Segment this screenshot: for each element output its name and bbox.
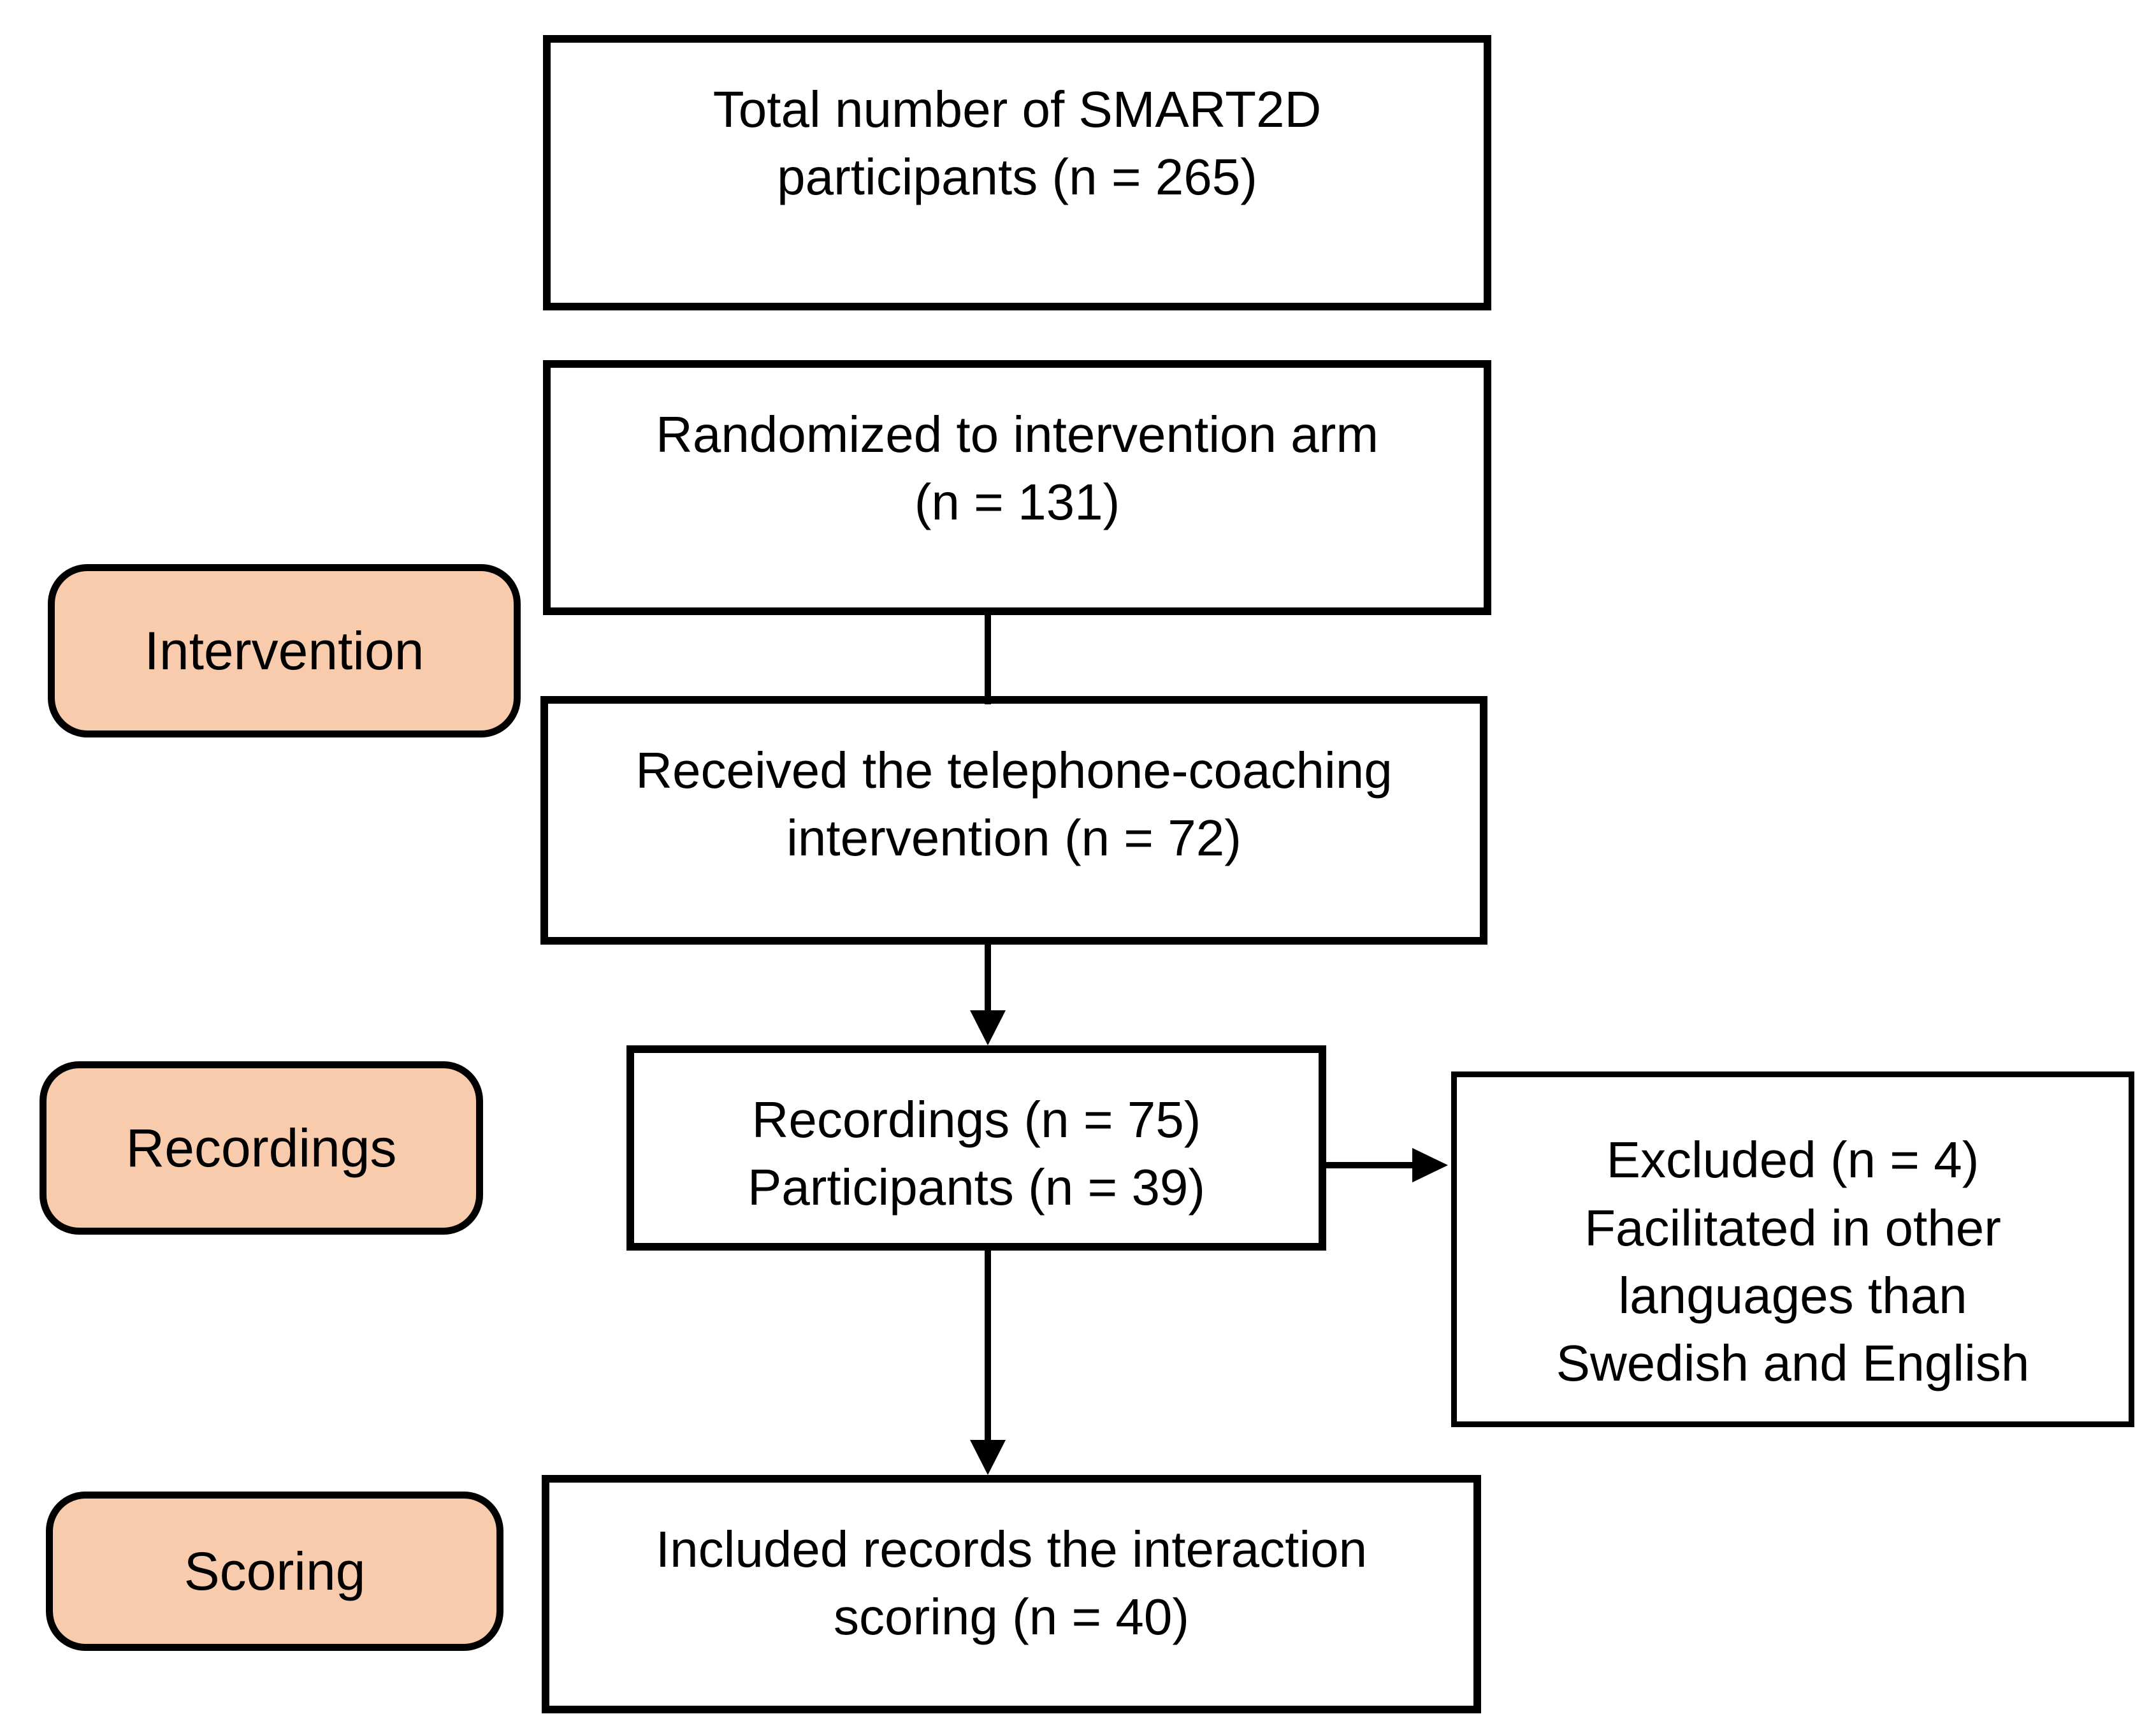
node-included-interaction-scoring: Included records the interaction scoring… [542,1475,1481,1713]
connector-recordings-to-excluded [1324,1162,1414,1168]
connector-recordings-to-included [985,1248,991,1444]
arrow-right-icon [1412,1148,1448,1182]
arrow-down-icon [970,1010,1006,1045]
node-randomized-intervention-arm: Randomized to intervention arm (n = 131) [543,360,1491,615]
node-excluded-languages: Excluded (n = 4) Facilitated in other la… [1451,1071,2134,1427]
stage-label-scoring: Scoring [46,1492,503,1651]
connector-received-to-recordings [985,943,991,1017]
node-total-participants: Total number of SMART2D participants (n … [543,35,1491,310]
connector-randomized-to-received [985,614,991,704]
node-received-telephone-coaching: Received the telephone-coaching interven… [540,696,1487,945]
node-recordings-participants: Recordings (n = 75) Participants (n = 39… [626,1045,1326,1251]
arrow-down-icon [970,1440,1006,1475]
stage-label-intervention: Intervention [48,564,521,737]
stage-label-recordings: Recordings [40,1061,483,1235]
